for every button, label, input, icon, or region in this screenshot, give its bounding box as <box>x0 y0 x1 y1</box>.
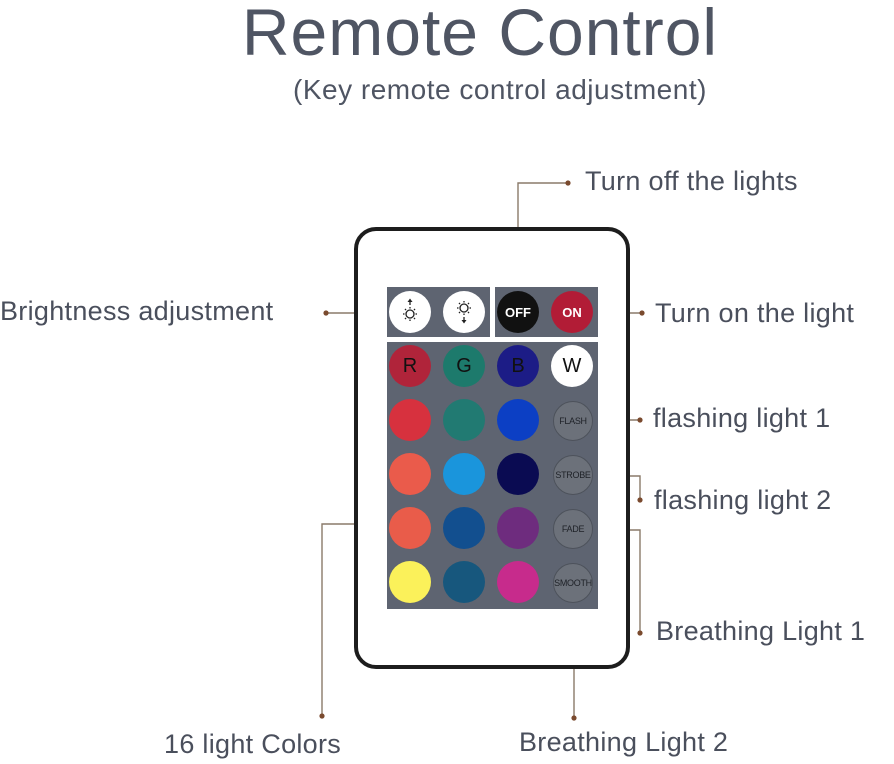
sun-arrow-down-icon <box>457 301 471 324</box>
color-button-r2-c3[interactable] <box>497 453 539 495</box>
label-turn-on: Turn on the light <box>655 298 855 328</box>
red-button-label: R <box>402 354 418 377</box>
off-button[interactable]: OFF <box>497 291 539 333</box>
sun-arrow-up-icon <box>403 298 417 321</box>
label-flash2: flashing light 2 <box>654 485 832 515</box>
label-turn-off: Turn off the lights <box>585 166 798 196</box>
dot-turn-off <box>565 180 571 186</box>
on-button[interactable]: ON <box>551 291 593 333</box>
label-flash1: flashing light 1 <box>653 403 831 433</box>
dot-colors16 <box>319 713 325 719</box>
color-button-r3-c1[interactable] <box>389 507 431 549</box>
strobe-button-label: STROBE <box>555 470 591 480</box>
dot-breathing2 <box>571 715 577 721</box>
dot-brightness <box>323 310 329 316</box>
color-button-r2-c1[interactable] <box>389 453 431 495</box>
flash-button-label: FLASH <box>559 416 587 426</box>
label-breathing1: Breathing Light 1 <box>656 616 866 646</box>
smooth-button-label: SMOOTH <box>554 578 592 588</box>
color-button-r3-c3[interactable] <box>497 507 539 549</box>
green-button[interactable]: G <box>443 345 485 387</box>
strobe-button[interactable]: STROBE <box>553 455 593 495</box>
page-title: Remote Control <box>241 0 719 69</box>
color-button-r3-c2[interactable] <box>443 507 485 549</box>
red-button[interactable]: R <box>389 345 431 387</box>
white-button[interactable]: W <box>551 345 593 387</box>
white-button-label: W <box>562 354 582 377</box>
dot-flash2 <box>637 497 643 503</box>
color-button-r2-c2[interactable] <box>443 453 485 495</box>
color-button-r4-c1[interactable] <box>389 561 431 603</box>
fade-button[interactable]: FADE <box>553 509 593 549</box>
color-button-r4-c2[interactable] <box>443 561 485 603</box>
brightness-down-button[interactable] <box>443 291 485 333</box>
label-brightness: Brightness adjustment <box>0 296 274 326</box>
page-subtitle: (Key remote control adjustment) <box>293 74 707 105</box>
blue-button[interactable]: B <box>497 345 539 387</box>
label-colors16: 16 light Colors <box>164 729 342 759</box>
smooth-button[interactable]: SMOOTH <box>553 563 593 603</box>
on-button-label: ON <box>562 304 582 320</box>
remote-control: OFF ON R G B W FLASH STROBE FADE SMOOTH <box>354 227 630 669</box>
dot-flash1 <box>637 417 643 423</box>
off-button-label: OFF <box>505 304 531 320</box>
fade-button-label: FADE <box>561 524 585 534</box>
dot-breathing1 <box>637 630 643 636</box>
color-button-r1-c2[interactable] <box>443 399 485 441</box>
flash-button[interactable]: FLASH <box>553 401 593 441</box>
color-button-r1-c3[interactable] <box>497 399 539 441</box>
color-button-r1-c1[interactable] <box>389 399 431 441</box>
color-button-r4-c3[interactable] <box>497 561 539 603</box>
green-button-label: G <box>456 354 472 377</box>
blue-button-label: B <box>511 354 525 377</box>
brightness-up-button[interactable] <box>389 291 431 333</box>
label-breathing2: Breathing Light 2 <box>519 727 729 757</box>
dot-turn-on <box>639 310 645 316</box>
